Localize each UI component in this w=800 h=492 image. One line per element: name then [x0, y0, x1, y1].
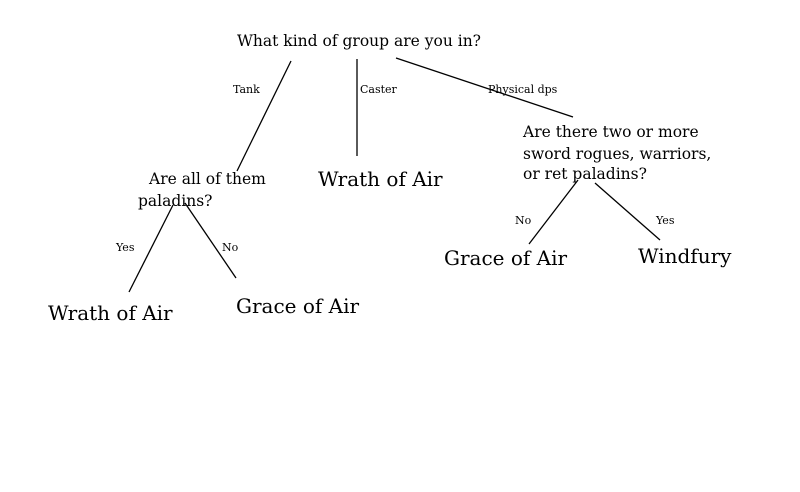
rogues-question-line-3: or ret paladins?	[523, 165, 647, 183]
edge-label-tank: Tank	[233, 83, 260, 96]
edge-label-rogues-yes: Yes	[655, 214, 675, 227]
edge-rogues-yes-line	[594, 182, 661, 241]
paladins-question-line-1: Are all of them	[148, 170, 266, 188]
rogues-question-line-1: Are there two or more	[522, 123, 699, 141]
edge-label-physical-dps: Physical dps	[488, 83, 558, 96]
edge-paladins-yes-line	[128, 204, 174, 293]
edge-label-paladins-no: No	[222, 241, 239, 254]
edge-label-rogues-no: No	[515, 214, 532, 227]
root-question: What kind of group are you in?	[237, 32, 481, 50]
edge-label-paladins-yes: Yes	[115, 241, 135, 254]
edge-paladins-no-line	[184, 202, 237, 279]
paladins-question: Are all of them paladins?	[138, 170, 271, 210]
edge-rogues-no-line	[528, 179, 579, 245]
edge-physical-line	[395, 57, 574, 118]
paladins-question-line-2: paladins?	[138, 192, 213, 210]
leaf-rogues-no-grace-of-air: Grace of Air	[444, 246, 567, 270]
rogues-question-line-2: sword rogues, warriors,	[523, 145, 711, 163]
rogues-question: Are there two or more sword rogues, warr…	[522, 123, 716, 183]
leaf-rogues-yes-windfury: Windfury	[638, 244, 732, 268]
leaf-caster-wrath-of-air: Wrath of Air	[318, 167, 443, 191]
edge-label-caster: Caster	[360, 83, 398, 96]
leaf-paladins-yes-wrath-of-air: Wrath of Air	[48, 301, 173, 325]
edge-tank-line	[236, 60, 292, 172]
leaf-paladins-no-grace-of-air: Grace of Air	[236, 294, 359, 318]
